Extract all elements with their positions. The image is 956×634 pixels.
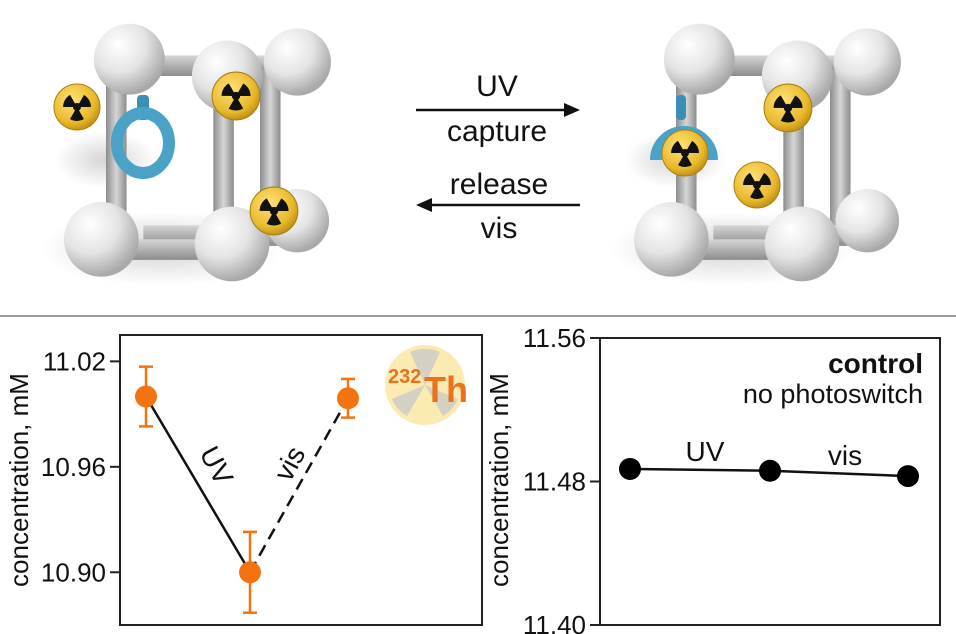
y-tick-label: 10.90 — [41, 557, 106, 587]
radioactive-ion-icon — [249, 186, 299, 236]
data-marks: UV vis — [619, 436, 919, 488]
open-cage-illustration — [40, 23, 331, 286]
control-annotation-title: control — [828, 348, 923, 379]
data-point — [897, 465, 919, 488]
closed-cage-illustration — [610, 23, 901, 286]
data-point — [337, 387, 359, 410]
y-axis-title: concentration, mM — [484, 373, 514, 587]
radioactive-ion-icon — [733, 161, 781, 209]
reverse-label-vis: vis — [481, 212, 518, 245]
scheme: UV capture release vis — [40, 23, 901, 286]
y-tick-label: 10.96 — [41, 452, 106, 482]
data-point — [239, 561, 261, 584]
segment-label: vis — [828, 440, 862, 471]
thorium-chart: concentration, mM 11.02 10.96 10.90 232 Th… — [4, 334, 483, 626]
data-point — [135, 385, 157, 408]
control-chart: concentration, mM 11.56 11.48 11.40 contro… — [484, 323, 941, 634]
y-ticks: 11.02 10.96 10.90 — [41, 346, 120, 587]
segment-label: vis — [268, 441, 311, 486]
badge-element-symbol: Th — [424, 369, 468, 410]
forward-label-capture: capture — [447, 115, 547, 148]
segment-label: UV — [194, 441, 240, 490]
forward-label-uv: UV — [476, 70, 518, 103]
y-axis-title: concentration, mM — [4, 373, 34, 587]
data-marks: UV vis — [135, 365, 359, 614]
segment-label: UV — [686, 436, 725, 467]
radioactive-ion-icon — [661, 129, 709, 177]
y-tick-label: 11.02 — [43, 346, 106, 376]
data-point — [619, 457, 641, 480]
reverse-label-release: release — [450, 168, 548, 201]
series-segment — [769, 469, 909, 478]
plot-frame — [119, 334, 483, 626]
forward-arrow: UV capture — [416, 70, 580, 148]
reverse-arrow: release vis — [416, 168, 580, 245]
radioactive-ion-icon — [211, 71, 261, 121]
open-photoswitch-ring — [111, 95, 175, 179]
series-segment — [144, 395, 252, 573]
badge-mass-number: 232 — [388, 366, 421, 388]
radioactive-ion-icon — [763, 83, 813, 133]
y-tick-label: 11.56 — [523, 323, 586, 353]
series-segment — [629, 467, 771, 472]
control-annotation-subtitle: no photoswitch — [743, 379, 923, 409]
thorium-badge: 232 Th — [385, 345, 468, 425]
data-point — [759, 459, 781, 482]
y-tick-label: 11.48 — [523, 467, 586, 497]
radioactive-ion-icon — [53, 83, 101, 131]
y-ticks: 11.56 11.48 11.40 — [523, 323, 600, 634]
y-tick-label: 11.40 — [523, 610, 586, 634]
series-segment — [248, 397, 350, 573]
